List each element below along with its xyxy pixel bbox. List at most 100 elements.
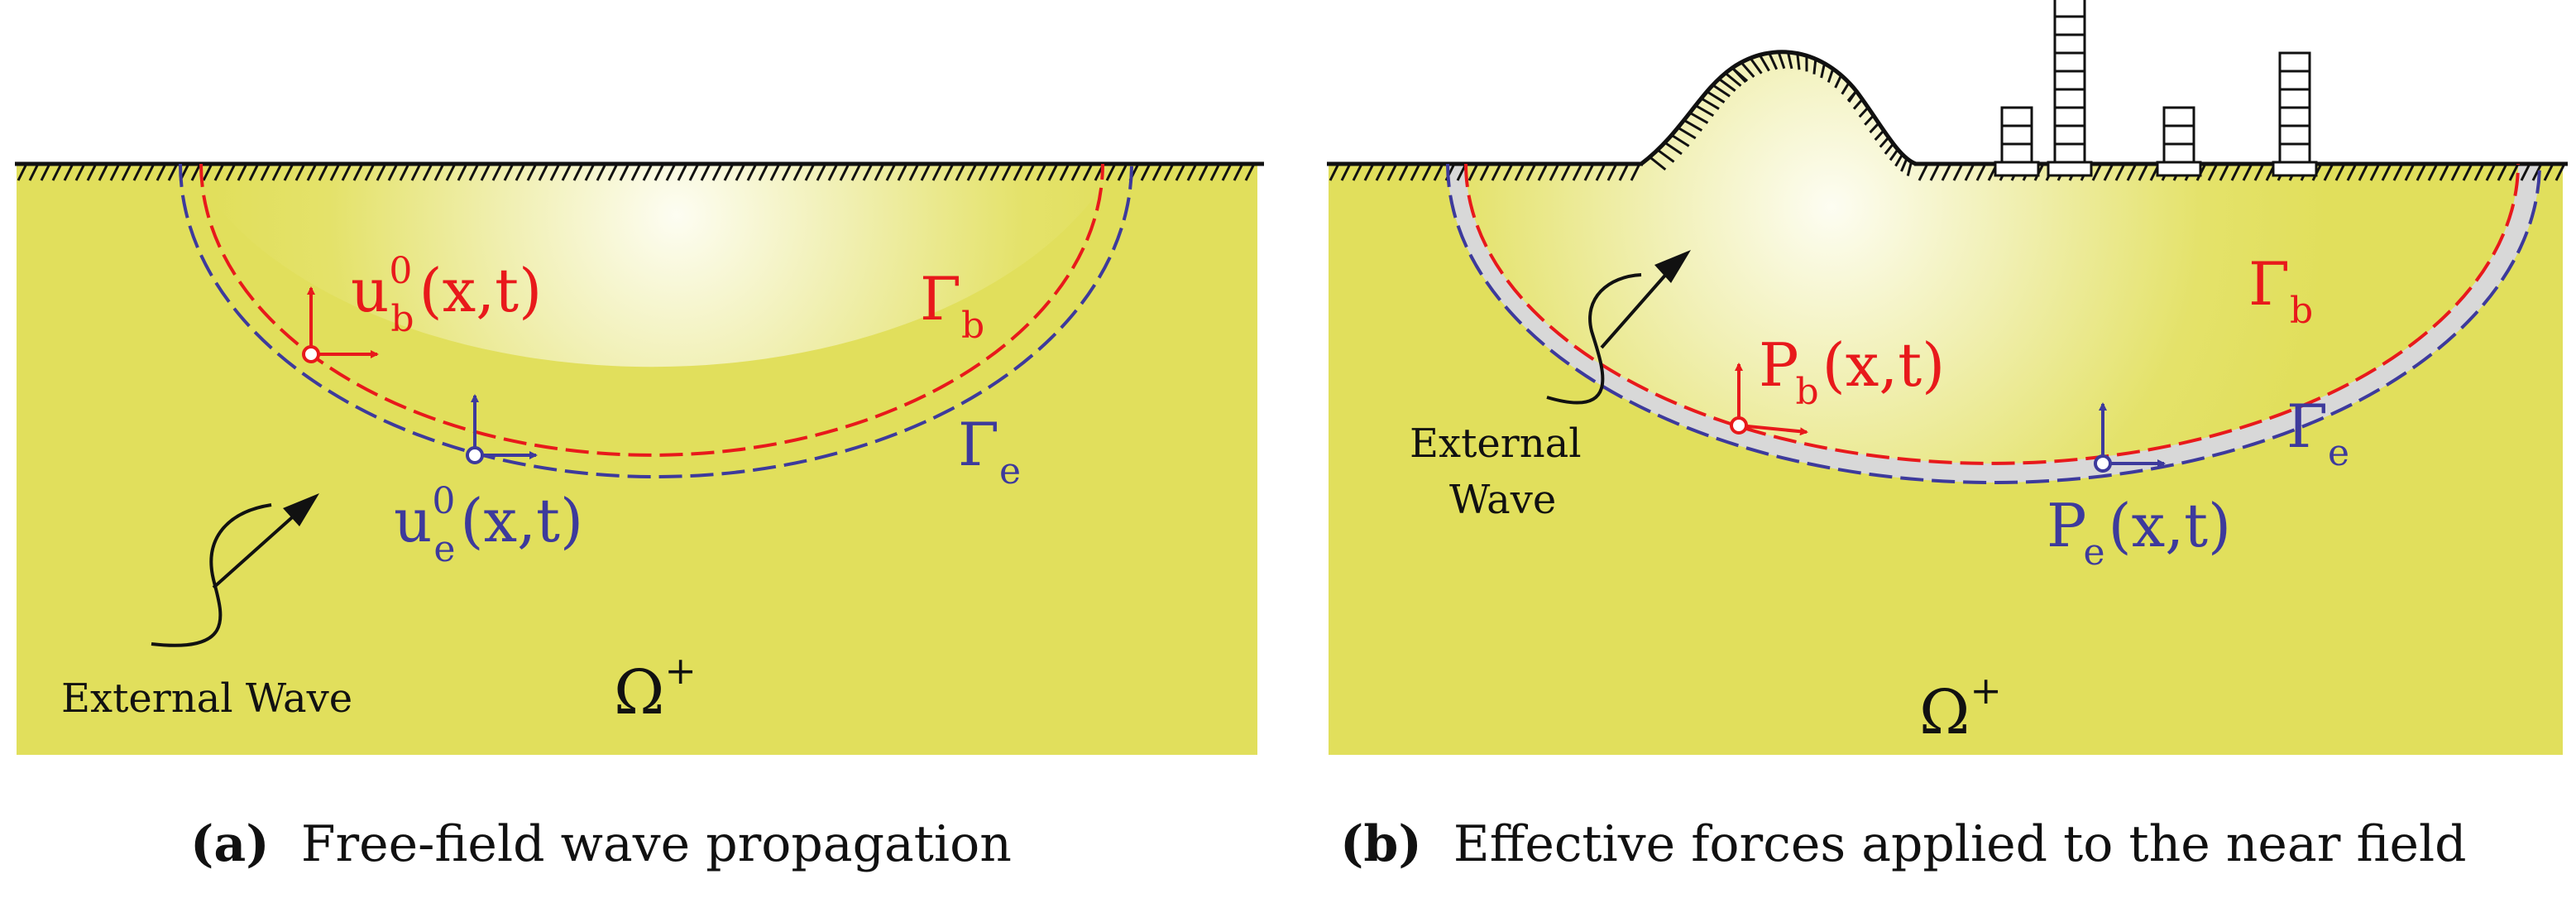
hatch-mark bbox=[1649, 156, 1667, 171]
hatch-mark bbox=[1700, 97, 1720, 110]
hatch-mark bbox=[735, 165, 745, 181]
hatch-mark bbox=[2416, 165, 2426, 181]
hatch-mark bbox=[526, 165, 537, 181]
hatch-mark bbox=[1834, 74, 1843, 89]
gamma-e-label: Γe bbox=[2286, 391, 2349, 474]
hatch-mark bbox=[1433, 165, 1444, 181]
hatch-mark bbox=[1706, 90, 1726, 103]
hatch-mark bbox=[850, 165, 861, 181]
caption-b-text: Effective forces applied to the near fie… bbox=[1453, 815, 2467, 873]
hatch-mark bbox=[619, 165, 630, 181]
hatch-mark bbox=[561, 165, 572, 181]
hatch-mark bbox=[1952, 165, 1963, 181]
hatch-mark bbox=[1618, 165, 1629, 181]
pb-point bbox=[1730, 416, 1748, 435]
hatch-mark bbox=[306, 165, 317, 181]
external-wave-squiggle bbox=[1546, 273, 1642, 405]
hatch-mark bbox=[897, 165, 907, 181]
hatch-mark bbox=[2473, 165, 2484, 181]
hatch-mark bbox=[1209, 165, 1220, 181]
hatch-mark bbox=[2138, 165, 2148, 181]
external-wave-label-line1: External bbox=[1410, 420, 1582, 467]
hatch-mark bbox=[1583, 165, 1594, 181]
hatch-mark bbox=[1689, 111, 1709, 124]
hatch-mark bbox=[167, 165, 178, 181]
hatch-mark bbox=[989, 165, 1000, 181]
hatch-mark bbox=[677, 165, 687, 181]
hatch-mark bbox=[1082, 165, 1093, 181]
hatch-mark bbox=[549, 165, 560, 181]
gamma-b-label: Γb bbox=[920, 264, 984, 347]
hatch-mark bbox=[1796, 53, 1801, 70]
hill-hatching bbox=[1649, 51, 1913, 176]
hatch-mark bbox=[2462, 165, 2473, 181]
hatch-mark bbox=[654, 165, 664, 181]
hatch-mark bbox=[1929, 165, 1940, 181]
hatch-mark bbox=[874, 165, 884, 181]
hatch-mark bbox=[1918, 165, 1928, 181]
hatch-mark bbox=[827, 165, 838, 181]
hatch-mark bbox=[213, 165, 224, 181]
hatch-mark bbox=[2392, 165, 2403, 181]
hatch-mark bbox=[2219, 165, 2229, 181]
hatch-mark bbox=[1070, 165, 1081, 181]
hatch-mark bbox=[40, 165, 50, 181]
hatch-mark bbox=[816, 165, 826, 181]
hatch-mark bbox=[1386, 165, 1397, 181]
hatch-mark bbox=[1456, 165, 1467, 181]
hatch-mark bbox=[1718, 78, 1736, 92]
building-floor bbox=[2162, 124, 2195, 146]
hatch-mark bbox=[1549, 165, 1559, 181]
building-floor bbox=[2278, 70, 2311, 91]
hill bbox=[1641, 51, 1916, 165]
hatch-mark bbox=[642, 165, 653, 181]
gamma-e-boundary bbox=[1446, 163, 2541, 484]
caption-a-text: Free-field wave propagation bbox=[300, 815, 1012, 873]
hatch-mark bbox=[2207, 165, 2218, 181]
external-wave-label-line2: Wave bbox=[1449, 477, 1556, 523]
hatch-mark bbox=[352, 165, 363, 181]
hatch-mark bbox=[156, 165, 166, 181]
hatch-mark bbox=[1683, 118, 1703, 132]
hatch-mark bbox=[2126, 165, 2137, 181]
hatch-mark bbox=[2091, 165, 2102, 181]
hatch-mark bbox=[1758, 54, 1770, 72]
caption-b-tag: (b) bbox=[1340, 815, 1422, 873]
omega-plus-label: Ω+ bbox=[614, 648, 697, 728]
building-floor bbox=[2053, 106, 2086, 127]
building-footing bbox=[2272, 161, 2318, 177]
external-wave-arrowhead bbox=[283, 493, 319, 526]
hatch-mark bbox=[17, 165, 27, 181]
hatch-mark bbox=[1117, 165, 1128, 181]
hatch-mark bbox=[920, 165, 931, 181]
hatch-mark bbox=[2554, 165, 2565, 181]
hatch-mark bbox=[1941, 165, 1951, 181]
hatch-mark bbox=[457, 165, 467, 181]
hatch-mark bbox=[480, 165, 491, 181]
hatch-mark bbox=[1975, 165, 1986, 181]
hatch-mark bbox=[630, 165, 641, 181]
hatch-mark bbox=[1105, 165, 1116, 181]
hatch-mark bbox=[260, 165, 271, 181]
hatch-mark bbox=[1047, 165, 1058, 181]
hatch-mark bbox=[1964, 165, 1975, 181]
building-footing bbox=[2156, 161, 2202, 177]
hatch-mark bbox=[1820, 63, 1826, 79]
hatch-mark bbox=[1724, 72, 1742, 87]
hatch-mark bbox=[2531, 165, 2542, 181]
building-floor bbox=[2278, 124, 2311, 146]
hatch-mark bbox=[1677, 126, 1697, 140]
hatch-mark bbox=[688, 165, 699, 181]
external-wave-arrow bbox=[212, 503, 308, 589]
hatch-mark bbox=[2114, 165, 2125, 181]
pb-arrow-right bbox=[1738, 424, 1808, 436]
hatch-mark bbox=[1163, 165, 1174, 181]
hatch-mark bbox=[1664, 142, 1683, 156]
hatch-mark bbox=[2450, 165, 2461, 181]
omega-plus-label: Ω+ bbox=[1919, 668, 2002, 748]
hatch-mark bbox=[2427, 165, 2438, 181]
near-field-glow bbox=[189, 166, 1115, 367]
hatch-mark bbox=[2253, 165, 2264, 181]
hatch-mark bbox=[2334, 165, 2345, 181]
hatch-mark bbox=[2439, 165, 2449, 181]
